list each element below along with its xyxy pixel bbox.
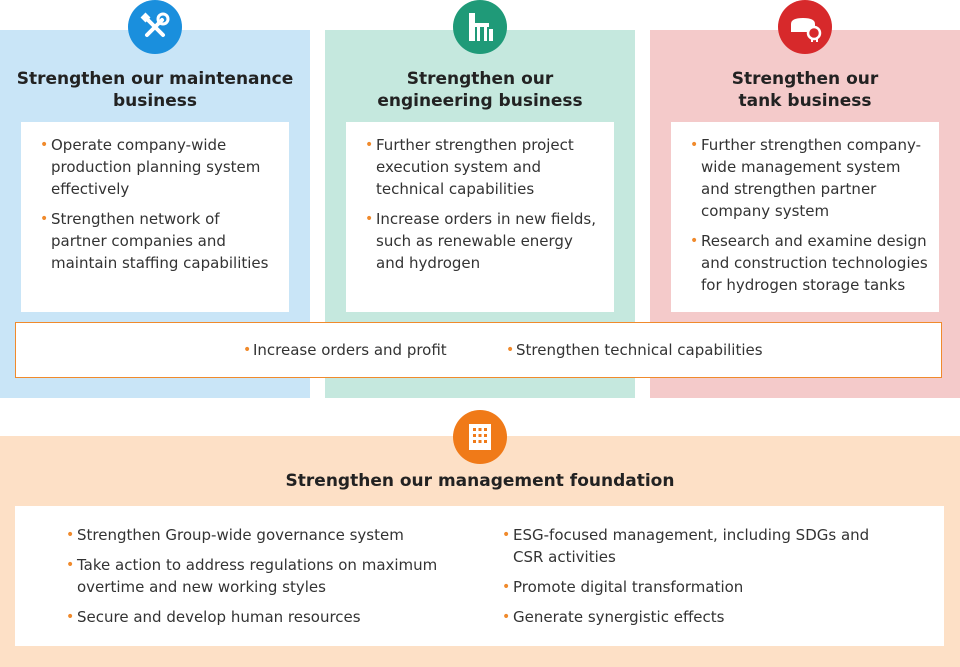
- maintenance-item: Operate company-wide production planning…: [40, 134, 271, 200]
- building-icon: [453, 410, 507, 464]
- factory-icon: [453, 0, 507, 54]
- management-section: Strengthen our management foundation Str…: [0, 436, 960, 667]
- management-item: Strengthen Group-wide governance system: [66, 524, 447, 546]
- management-title: Strengthen our management foundation: [285, 471, 675, 491]
- tank-item: Further strengthen company-wide manageme…: [690, 134, 927, 222]
- management-left-column: Strengthen Group-wide governance system …: [66, 524, 447, 636]
- management-right-column: ESG-focused management, including SDGs a…: [502, 524, 883, 636]
- management-item: Generate synergistic effects: [502, 606, 883, 628]
- tank-card: Further strengthen company-wide manageme…: [671, 122, 939, 312]
- management-item: ESG-focused management, including SDGs a…: [502, 524, 883, 568]
- maintenance-item: Strengthen network of partner companies …: [40, 208, 277, 274]
- storage-tank-icon: [778, 0, 832, 54]
- wrench-screwdriver-icon: [128, 0, 182, 54]
- common-item: Strengthen technical capabilities: [506, 339, 763, 361]
- common-item: Increase orders and profit: [243, 339, 447, 361]
- management-item: Promote digital transformation: [502, 576, 883, 598]
- maintenance-card: Operate company-wide production planning…: [21, 122, 289, 312]
- management-card: Strengthen Group-wide governance system …: [15, 506, 944, 646]
- management-item: Secure and develop human resources: [66, 606, 447, 628]
- common-goals-box: Increase orders and profit Strengthen te…: [15, 322, 942, 378]
- engineering-item: Increase orders in new fields, such as r…: [365, 208, 598, 274]
- engineering-item: Further strengthen project execution sys…: [365, 134, 588, 200]
- engineering-card: Further strengthen project execution sys…: [346, 122, 614, 312]
- tank-item: Research and examine design and construc…: [690, 230, 933, 296]
- management-item: Take action to address regulations on ma…: [66, 554, 447, 598]
